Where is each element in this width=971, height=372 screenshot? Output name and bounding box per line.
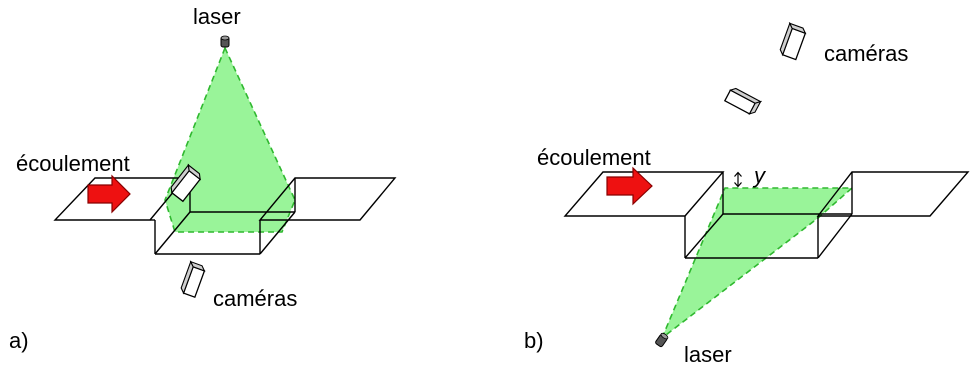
cavity-a <box>150 178 296 255</box>
laser-label-b: laser <box>684 342 732 367</box>
flow-arrow-b <box>606 166 653 206</box>
laser-sheet-a <box>164 45 296 233</box>
camera-icon-b-top <box>779 21 807 61</box>
cameras-label-b: caméras <box>824 41 908 66</box>
panel-tag-a: a) <box>9 328 29 353</box>
flow-label-b: écoulement <box>537 145 651 170</box>
height-label-b: y <box>752 163 767 188</box>
panel-a: laser écoulement caméras a) <box>9 4 397 353</box>
laser-emitter-b <box>655 332 669 348</box>
laser-emitter-a <box>220 35 230 48</box>
right-plate-b <box>816 171 970 217</box>
panel-b: caméras écoulement y laser b) <box>524 21 970 367</box>
cameras-label-a: caméras <box>213 286 297 311</box>
camera-icon-a-top <box>170 163 202 203</box>
height-indicator-b <box>734 171 742 188</box>
flow-label-a: écoulement <box>16 151 130 176</box>
laser-label-a: laser <box>193 4 241 29</box>
flow-arrow-a <box>87 174 131 214</box>
camera-icon-b-middle <box>723 87 763 115</box>
panel-tag-b: b) <box>524 328 544 353</box>
right-plate-a <box>258 177 397 221</box>
camera-icon-a-bottom <box>180 260 206 299</box>
cavity-b <box>684 172 853 259</box>
